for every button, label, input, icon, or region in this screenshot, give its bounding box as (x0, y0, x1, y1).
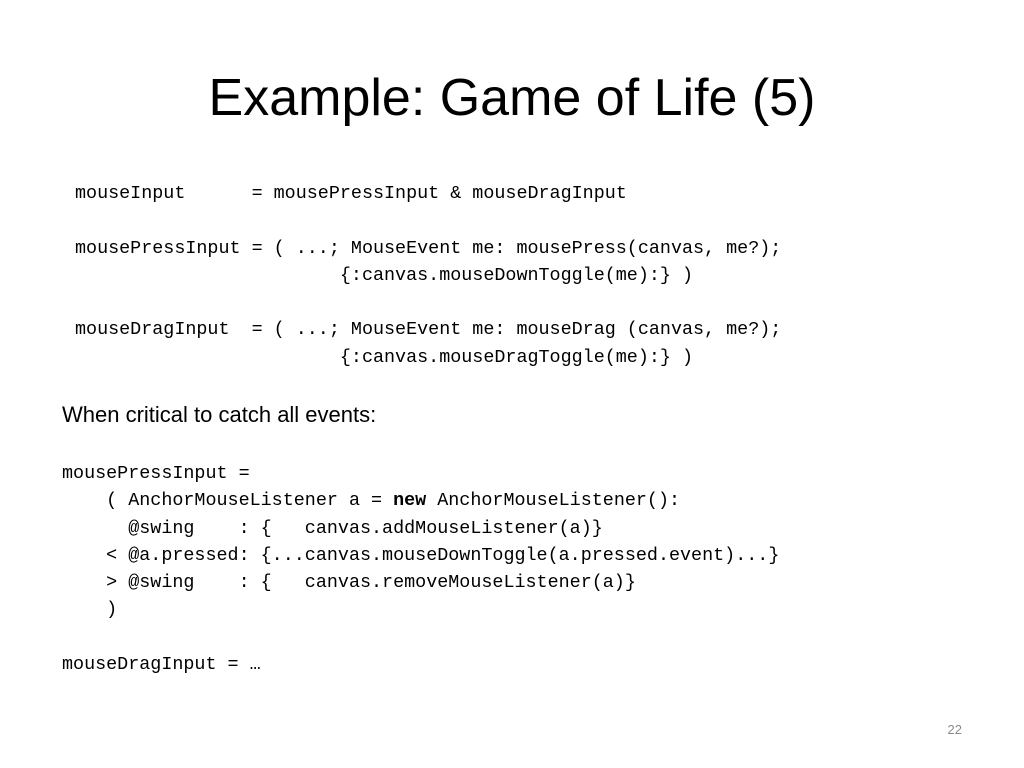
code-line: > @swing : { canvas.removeMouseListener(… (62, 572, 636, 594)
code-line: mouseInput = mousePressInput & mouseDrag… (75, 183, 627, 204)
code-line (75, 289, 781, 316)
code-segment: ( AnchorMouseListener a = (62, 490, 394, 512)
code-line: mousePressInput = (62, 463, 250, 484)
code-line: {:canvas.mouseDragToggle(me):} ) (75, 346, 694, 368)
code-line: {:canvas.mouseDownToggle(me):} ) (75, 264, 694, 286)
section-note: When critical to catch all events: (62, 402, 377, 427)
code-block-anchor-listener: mousePressInput = ( AnchorMouseListener … (62, 460, 779, 678)
slide-title: Example: Game of Life (5) (208, 69, 816, 127)
code-line: mousePressInput = ( ...; MouseEvent me: … (75, 237, 782, 259)
code-line: @swing : { canvas.addMouseListener(a)} (62, 517, 603, 539)
code-segment: AnchorMouseListener(): (426, 490, 681, 512)
keyword-new: new (393, 490, 427, 512)
code-line-new: ( AnchorMouseListener a = new AnchorMous… (62, 487, 779, 514)
code-line (62, 624, 779, 651)
code-line: < @a.pressed: {...canvas.mouseDownToggle… (62, 544, 780, 566)
code-block-definitions: mouseInput = mousePressInput & mouseDrag… (75, 180, 781, 371)
code-line: mouseDragInput = … (62, 654, 261, 676)
code-line: mouseDragInput = ( ...; MouseEvent me: m… (75, 319, 782, 341)
page-number: 22 (947, 722, 962, 737)
code-line (75, 207, 781, 234)
code-line: ) (62, 599, 118, 621)
